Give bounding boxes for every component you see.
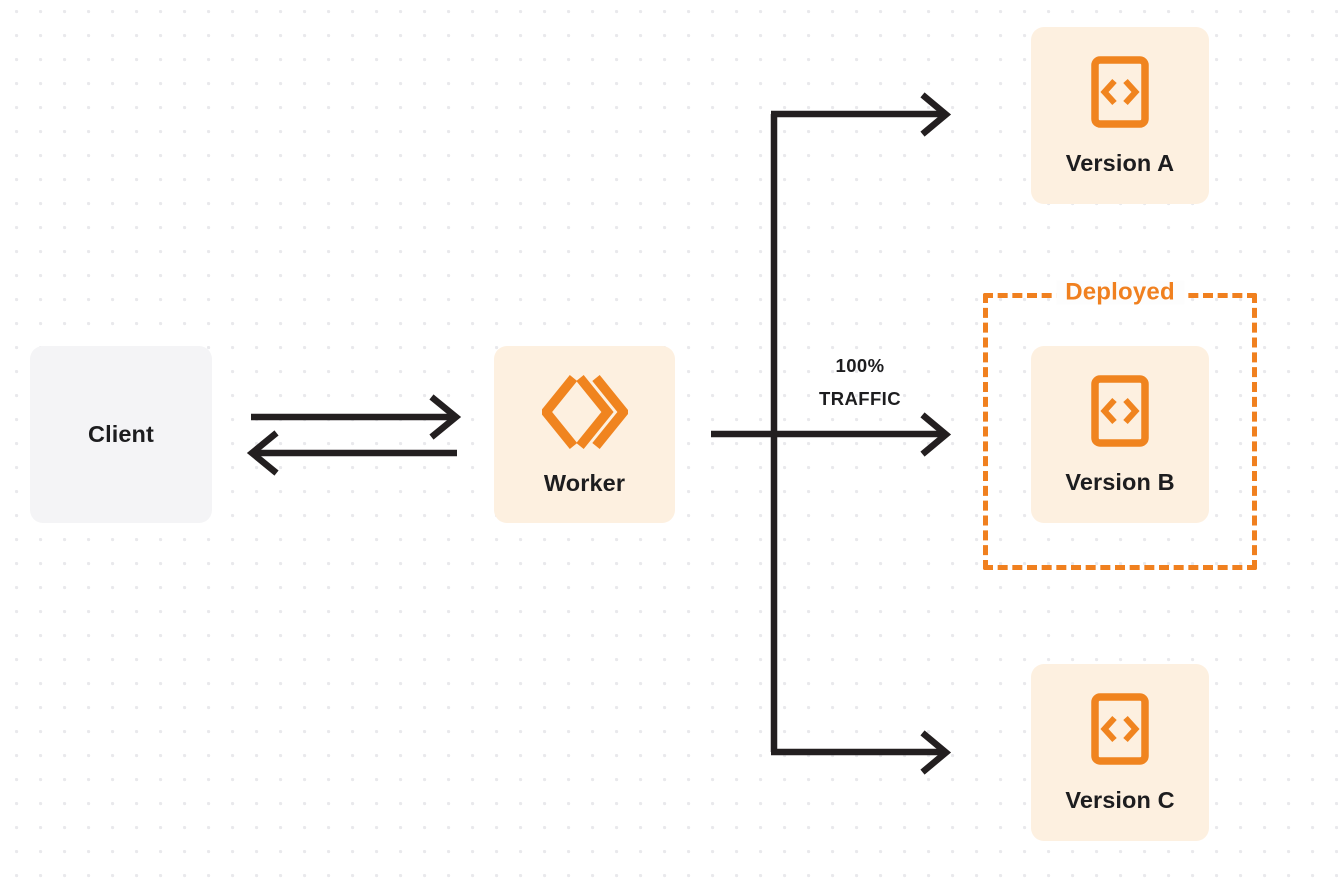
node-client[interactable]: Client [30, 346, 212, 523]
edge-worker-to-version-b [711, 412, 952, 457]
edge-worker-to-client [246, 430, 457, 476]
traffic-label: 100% TRAFFIC [787, 350, 933, 416]
node-version-c-label: Version C [1065, 786, 1175, 813]
deployed-group: Deployed [983, 280, 1257, 570]
code-file-icon [1091, 693, 1149, 770]
edge-worker-to-version-c [771, 730, 952, 775]
node-version-b[interactable]: Version B [1031, 346, 1209, 523]
deployed-group-label: Deployed [1056, 280, 1184, 305]
node-version-c[interactable]: Version C [1031, 664, 1209, 841]
node-worker[interactable]: Worker [494, 346, 675, 523]
node-version-a-label: Version A [1065, 149, 1175, 176]
code-file-icon [1091, 375, 1149, 452]
node-worker-label: Worker [543, 470, 626, 497]
node-version-b-label: Version B [1065, 468, 1175, 495]
node-client-label: Client [88, 420, 154, 447]
edge-worker-to-version-a [771, 92, 952, 137]
traffic-unit: TRAFFIC [819, 387, 901, 409]
node-version-a[interactable]: Version A [1031, 27, 1209, 204]
code-file-icon [1091, 56, 1149, 133]
traffic-percent: 100% [835, 355, 885, 376]
edge-client-to-worker [251, 394, 462, 440]
cloudflare-workers-icon [539, 373, 630, 456]
